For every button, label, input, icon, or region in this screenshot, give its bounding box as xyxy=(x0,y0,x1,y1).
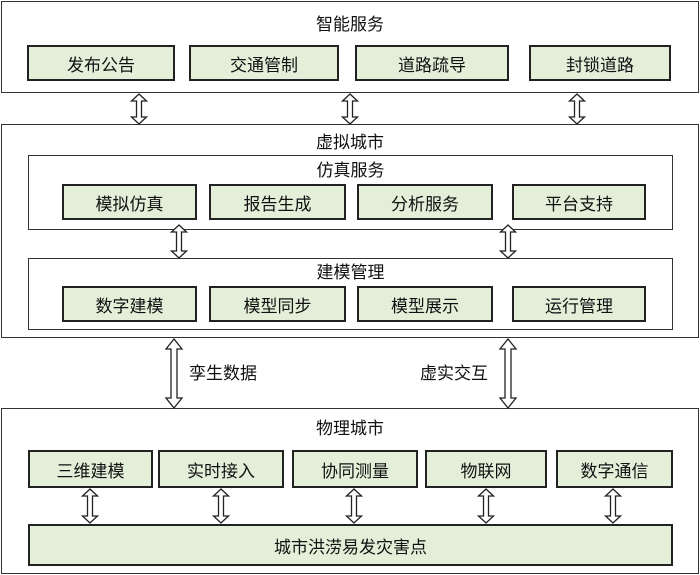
twin-data-label: 孪生数据 xyxy=(189,364,257,384)
double-arrow-icon xyxy=(211,488,231,524)
smart-service-item: 交通管制 xyxy=(189,45,339,81)
modeling-item: 运行管理 xyxy=(512,286,646,322)
double-arrow-icon xyxy=(603,488,623,524)
double-arrow-icon xyxy=(169,224,189,259)
double-arrow-icon xyxy=(567,93,587,125)
double-arrow-icon xyxy=(476,488,496,524)
simulation-item: 平台支持 xyxy=(512,184,646,220)
double-arrow-icon xyxy=(129,93,149,125)
interaction-arrow-icon xyxy=(498,337,518,410)
twin-data-arrow-icon xyxy=(164,337,184,410)
physical-item: 协同测量 xyxy=(292,450,418,488)
modeling-item: 数字建模 xyxy=(62,286,197,322)
double-arrow-icon xyxy=(340,93,360,125)
modeling-item: 模型展示 xyxy=(357,286,493,322)
physical-item: 物联网 xyxy=(425,450,547,488)
double-arrow-icon xyxy=(344,488,364,524)
double-arrow-icon xyxy=(80,488,100,524)
simulation-item: 分析服务 xyxy=(357,184,493,220)
physical-city-title: 物理城市 xyxy=(316,419,384,439)
virtual-real-interaction-label: 虚实交互 xyxy=(420,364,488,384)
double-arrow-icon xyxy=(498,224,518,259)
physical-item: 实时接入 xyxy=(158,450,284,488)
smart-services-title: 智能服务 xyxy=(316,15,384,35)
modeling-item: 模型同步 xyxy=(209,286,346,322)
simulation-item: 报告生成 xyxy=(209,184,346,220)
modeling-management-title: 建模管理 xyxy=(316,263,385,283)
smart-service-item: 发布公告 xyxy=(27,45,175,81)
physical-item: 三维建模 xyxy=(28,450,153,488)
flood-prone-points-box: 城市洪涝易发灾害点 xyxy=(28,524,673,566)
physical-item: 数字通信 xyxy=(556,450,673,488)
simulation-services-title: 仿真服务 xyxy=(316,161,385,181)
virtual-city-title: 虚拟城市 xyxy=(316,133,384,153)
simulation-item: 模拟仿真 xyxy=(62,184,197,220)
smart-service-item: 道路疏导 xyxy=(355,45,509,81)
smart-service-item: 封锁道路 xyxy=(529,45,671,81)
